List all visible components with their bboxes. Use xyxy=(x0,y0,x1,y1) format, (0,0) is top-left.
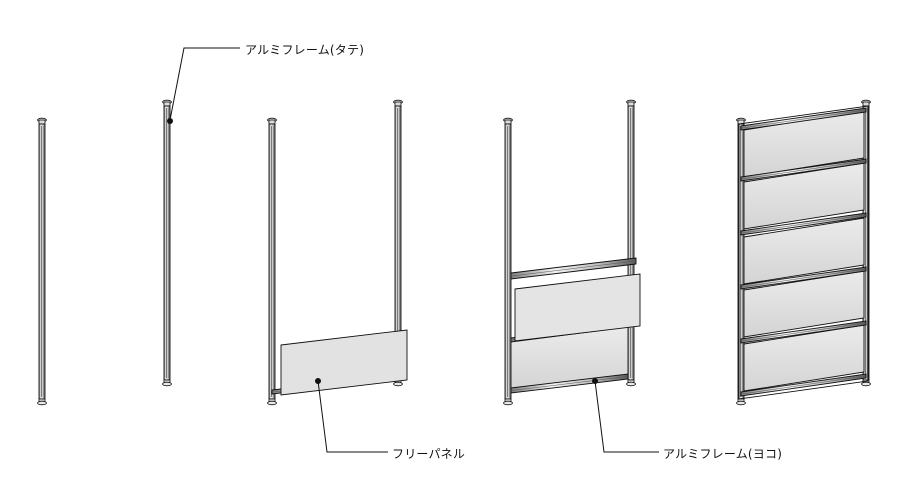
post-top-cap xyxy=(627,101,635,107)
horizontal-frame-1 xyxy=(740,107,867,131)
callout-horizontal-frame xyxy=(592,378,659,453)
horizontal-frame-6 xyxy=(740,373,867,397)
post-top-cap xyxy=(504,119,512,125)
step1-single-post xyxy=(37,117,47,406)
aluminum-post xyxy=(503,117,513,406)
bottom-horizontal-frame xyxy=(510,373,629,394)
horizontal-frame-5 xyxy=(740,320,867,344)
rail-groove xyxy=(511,376,628,391)
aluminum-post xyxy=(267,117,277,406)
post-top-cap xyxy=(163,101,171,107)
post-shaft xyxy=(627,105,635,381)
post-foot xyxy=(393,381,403,387)
step2-vertical-frame xyxy=(162,99,172,387)
step5-completed-partition xyxy=(736,99,871,406)
post-foot xyxy=(626,381,636,387)
horizontal-frame-3 xyxy=(740,212,867,236)
callout-vertical-frame xyxy=(167,47,240,124)
label-aluminum-frame-horizontal: アルミフレーム(ヨコ) xyxy=(663,447,783,461)
step4-posts-with-horizontal-frames xyxy=(503,99,641,406)
post-top-cap xyxy=(38,119,46,125)
post-foot xyxy=(37,400,47,406)
free-panel-raised xyxy=(514,273,641,342)
post-shaft xyxy=(268,123,276,400)
post-foot xyxy=(267,400,277,406)
post-foot xyxy=(162,381,172,387)
step3-posts-with-panel xyxy=(267,99,408,406)
partition-panel-3 xyxy=(743,217,865,285)
label-aluminum-frame-vertical: アルミフレーム(タテ) xyxy=(245,43,365,57)
post-top-cap xyxy=(394,101,402,107)
aluminum-post xyxy=(37,117,47,406)
aluminum-post xyxy=(162,99,172,387)
post-foot xyxy=(503,400,513,406)
rail-groove xyxy=(741,375,866,395)
rail-groove xyxy=(741,109,866,129)
callout-free-panel xyxy=(315,378,388,453)
rail-groove xyxy=(741,160,866,180)
post-foot xyxy=(861,381,871,387)
rail-groove xyxy=(741,214,866,234)
horizontal-frame-4 xyxy=(740,266,867,290)
rail-groove xyxy=(741,268,866,288)
free-panel xyxy=(280,329,408,396)
post-shaft xyxy=(38,123,46,400)
post-shaft xyxy=(504,123,512,400)
post-foot xyxy=(736,400,746,406)
aluminum-post xyxy=(626,99,636,387)
outer-frame xyxy=(738,105,869,400)
rail-groove xyxy=(741,322,866,342)
label-free-panel: フリーパネル xyxy=(392,447,466,461)
rail-groove xyxy=(511,260,636,277)
post-top-cap xyxy=(268,119,276,125)
post-shaft xyxy=(163,105,171,381)
post-top-cap xyxy=(862,101,870,107)
horizontal-frame-2 xyxy=(740,158,867,182)
upper-horizontal-frame xyxy=(510,257,637,280)
